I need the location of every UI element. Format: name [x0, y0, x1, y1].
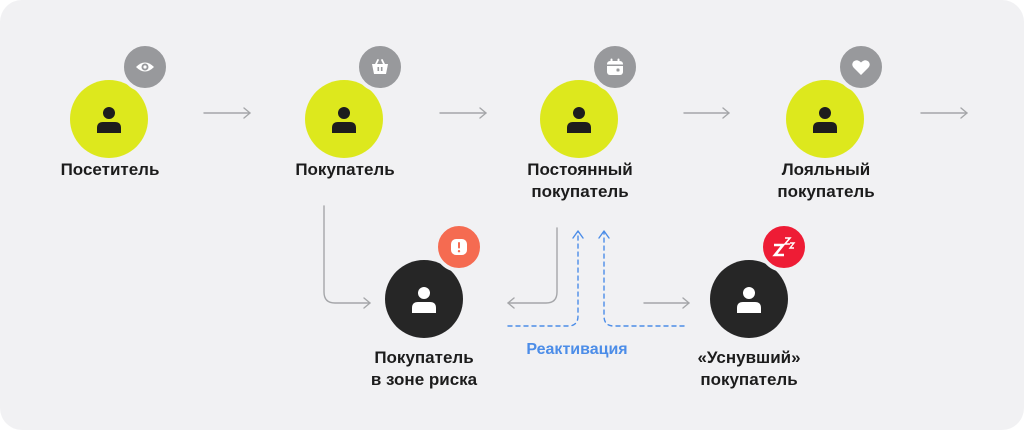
- loyal-customer-badge: [836, 42, 886, 92]
- visitor-label: Посетитель: [60, 160, 160, 179]
- arrow-visitor-to-buyer: [203, 107, 251, 119]
- person-icon: [412, 287, 436, 313]
- at-risk-customer-label: Покупатель в зоне риска: [314, 347, 534, 391]
- person-icon: [332, 107, 356, 133]
- person-icon: [737, 287, 761, 313]
- exclamation-icon: [451, 239, 467, 255]
- arrow-buyer-to-at-risk: [323, 205, 371, 309]
- person-icon: [813, 107, 837, 133]
- calendar-icon: [607, 58, 623, 75]
- regular-customer-badge: [590, 42, 640, 92]
- regular-customer-node: [540, 80, 618, 158]
- sleep-icon: [772, 237, 796, 257]
- arrow-regular-to-at-risk: [507, 227, 558, 309]
- arrow-buyer-to-regular: [439, 107, 487, 119]
- buyer-badge: [355, 42, 405, 92]
- loyal-customer-label-line2: покупатель: [777, 182, 875, 201]
- at-risk-customer-label-line2: в зоне риска: [370, 370, 478, 389]
- dormant-customer-badge: [759, 222, 809, 272]
- dormant-customer-label-line2: покупатель: [700, 370, 798, 389]
- at-risk-customer-label-line1: Покупатель: [374, 348, 474, 367]
- reactivation-arrow-from-dormant: [598, 230, 685, 327]
- person-icon: [97, 107, 121, 133]
- at-risk-customer-node: [385, 260, 463, 338]
- eye-icon: [136, 62, 154, 72]
- arrow-loyal-onward: [920, 107, 968, 119]
- dormant-customer-label-line1: «Уснувший»: [697, 348, 801, 367]
- dormant-customer-label: «Уснувший» покупатель: [639, 347, 859, 391]
- heart-icon: [852, 60, 870, 75]
- dormant-customer-node: [710, 260, 788, 338]
- arrow-regular-to-loyal: [683, 107, 730, 119]
- basket-icon: [372, 59, 388, 74]
- regular-customer-label-line2: покупатель: [531, 182, 629, 201]
- person-icon: [567, 107, 591, 133]
- at-risk-customer-badge: [434, 222, 484, 272]
- buyer-label: Покупатель: [295, 160, 395, 179]
- visitor-node: [70, 80, 148, 158]
- reactivation-label: Реактивация: [526, 341, 628, 358]
- arrow-to-dormant: [643, 297, 690, 309]
- loyal-customer-node: [786, 80, 864, 158]
- regular-customer-label-line1: Постоянный: [527, 160, 633, 179]
- loyal-customer-label-line1: Лояльный: [781, 160, 871, 179]
- buyer-node: [305, 80, 383, 158]
- loyal-customer-label: Лояльный покупатель: [716, 159, 936, 203]
- regular-customer-label: Постоянный покупатель: [470, 159, 690, 203]
- reactivation-arrow-from-at-risk: [507, 230, 584, 327]
- visitor-badge: [120, 42, 170, 92]
